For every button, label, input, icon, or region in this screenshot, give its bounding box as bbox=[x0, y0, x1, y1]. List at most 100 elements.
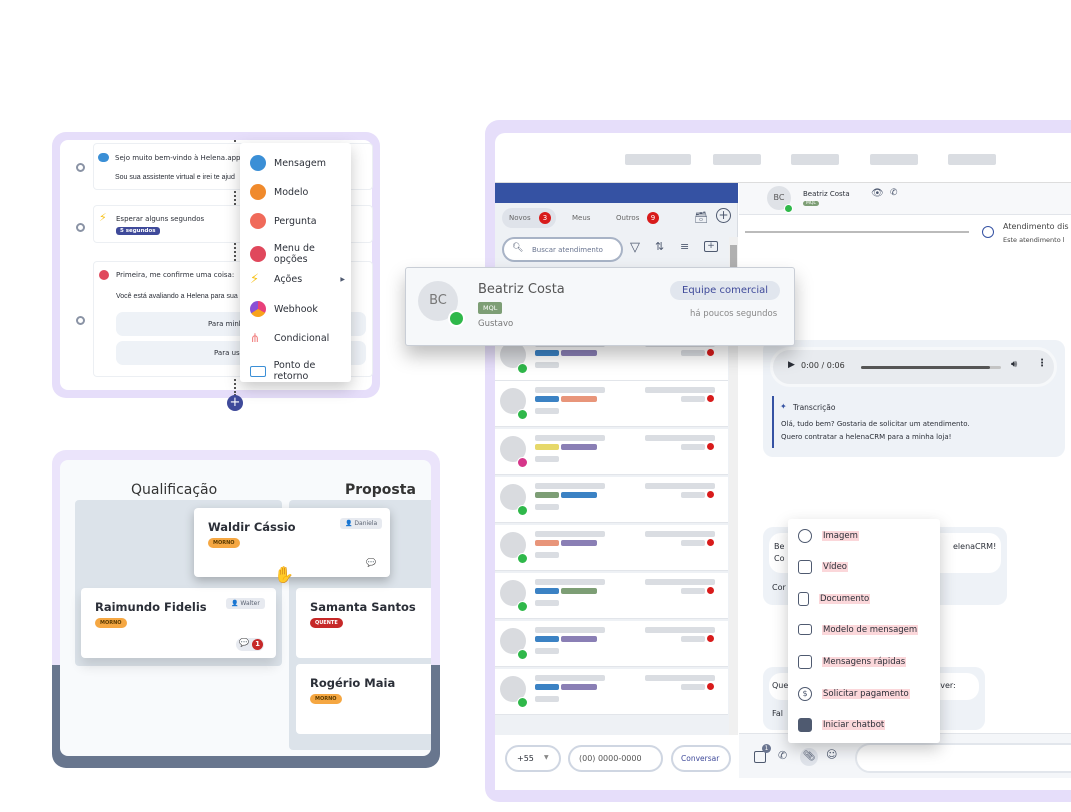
menu-item-ponto-retorno[interactable]: Ponto de retorno bbox=[250, 360, 351, 382]
tag-placeholder bbox=[561, 350, 597, 356]
tag-placeholder bbox=[561, 540, 597, 546]
time-placeholder bbox=[645, 627, 715, 633]
tag-placeholder bbox=[535, 444, 559, 450]
eye-icon[interactable]: 👁︎ bbox=[871, 188, 884, 199]
conversation-row[interactable] bbox=[495, 525, 728, 571]
tag-placeholder bbox=[535, 396, 559, 402]
attach-mensagens-rapidas[interactable]: Mensagens rápidas bbox=[798, 655, 907, 669]
menu-item-pergunta[interactable]: Pergunta bbox=[250, 213, 317, 229]
dollar-icon: $ bbox=[798, 687, 812, 701]
menu-item-condicional[interactable]: ⋔Condicional bbox=[250, 331, 329, 345]
name-placeholder bbox=[535, 483, 605, 489]
team-badge: Equipe comercial bbox=[670, 281, 781, 300]
message-text: Cor bbox=[772, 583, 786, 592]
tab-outros[interactable]: Outros 9 bbox=[616, 211, 666, 226]
volume-icon[interactable]: 🔊︎ bbox=[1011, 359, 1018, 370]
node-handle[interactable] bbox=[76, 316, 85, 325]
phone-icon[interactable]: ✆ bbox=[890, 188, 898, 198]
more-options-icon[interactable]: ⋮ bbox=[1037, 358, 1047, 369]
chat-bubble-icon bbox=[250, 155, 266, 171]
time-placeholder bbox=[645, 675, 715, 681]
nav-placeholder[interactable] bbox=[713, 154, 761, 165]
conversation-row[interactable] bbox=[495, 381, 728, 427]
inbox-header-bar bbox=[495, 183, 738, 203]
chevron-down-icon: ▼ bbox=[544, 754, 549, 761]
attach-iniciar-chatbot[interactable]: Iniciar chatbot bbox=[798, 718, 886, 732]
menu-item-menu-opcoes[interactable]: Menu de opções bbox=[250, 243, 351, 265]
transcription-title: Transcrição bbox=[793, 403, 836, 412]
menu-item-mensagem[interactable]: Mensagem bbox=[250, 155, 326, 171]
attach-imagem[interactable]: Imagem bbox=[798, 529, 859, 543]
unread-count: 1 bbox=[252, 639, 263, 650]
conversation-row[interactable] bbox=[495, 669, 728, 715]
temperature-tag: MORNO bbox=[95, 618, 127, 628]
deal-card-dragging[interactable]: Waldir Cássio MORNO 👤 Daniela 💬 bbox=[194, 508, 390, 577]
message-text: lver: bbox=[938, 681, 956, 690]
new-conversation-bar bbox=[495, 735, 738, 790]
sparkle-icon: ✦ bbox=[780, 402, 787, 411]
deal-card[interactable]: Raimundo Fidelis MORNO 👤 Walter 💬1 bbox=[81, 588, 276, 658]
temperature-tag: MORNO bbox=[310, 694, 342, 704]
emoji-icon[interactable]: ☺ bbox=[826, 748, 838, 761]
conversation-row[interactable] bbox=[495, 477, 728, 523]
conversation-row[interactable] bbox=[495, 621, 728, 667]
list-filter-icon[interactable]: ≡ bbox=[680, 240, 690, 253]
tab-meus[interactable]: Meus bbox=[572, 214, 591, 222]
comment-icon: 💬 bbox=[239, 638, 249, 647]
node-handle[interactable] bbox=[76, 163, 85, 172]
attach-video[interactable]: Vídeo bbox=[798, 560, 849, 574]
deal-card[interactable]: Rogério Maia MORNO bbox=[296, 664, 431, 734]
phone-input[interactable]: (00) 0000-0000 bbox=[568, 745, 663, 772]
node-handle[interactable] bbox=[76, 223, 85, 232]
add-node-button[interactable]: + bbox=[227, 395, 243, 411]
tag-placeholder bbox=[561, 684, 597, 690]
conversation-row[interactable] bbox=[495, 429, 728, 475]
start-conversation-button[interactable]: Conversar bbox=[671, 745, 731, 772]
audio-progress[interactable] bbox=[861, 366, 1001, 369]
deal-name: Raimundo Fidelis bbox=[95, 600, 207, 614]
nav-placeholder[interactable] bbox=[870, 154, 918, 165]
conversation-row[interactable] bbox=[495, 573, 728, 619]
nav-placeholder[interactable] bbox=[625, 154, 691, 165]
menu-label: Solicitar pagamento bbox=[822, 689, 910, 699]
audio-progress-fill bbox=[861, 366, 990, 369]
menu-item-modelo[interactable]: Modelo bbox=[250, 184, 308, 200]
nav-placeholder[interactable] bbox=[791, 154, 839, 165]
scrollbar[interactable] bbox=[729, 237, 738, 735]
paperclip-icon[interactable]: 📎︎ bbox=[800, 748, 818, 766]
name-placeholder bbox=[535, 579, 605, 585]
inbox-icon[interactable] bbox=[754, 751, 766, 763]
filter-icon[interactable]: ▽ bbox=[630, 240, 640, 255]
lead-tag: MQL bbox=[478, 302, 503, 314]
nav-placeholder[interactable] bbox=[948, 154, 996, 165]
tab-novos[interactable]: Novos 3 bbox=[502, 208, 556, 228]
phone-icon[interactable]: ✆ bbox=[778, 749, 788, 762]
attach-modelo-mensagem[interactable]: Modelo de mensagem bbox=[798, 624, 919, 635]
archive-icon[interactable]: 🗃 bbox=[694, 211, 708, 224]
text-placeholder bbox=[535, 600, 559, 606]
menu-item-acoes[interactable]: ⚡Ações▶ bbox=[250, 272, 345, 287]
conversation-card-highlighted[interactable]: BC Beatriz Costa MQL Gustavo Equipe come… bbox=[405, 267, 795, 346]
add-circle-icon[interactable]: + bbox=[716, 208, 731, 223]
chevron-right-icon: ▶ bbox=[340, 276, 345, 283]
menu-label: Documento bbox=[819, 594, 871, 604]
whatsapp-icon bbox=[517, 409, 528, 420]
search-input[interactable]: 🔍︎ Buscar atendimento bbox=[502, 237, 623, 262]
message-input[interactable] bbox=[855, 743, 1071, 773]
contact-name: Beatriz Costa bbox=[478, 282, 565, 297]
country-code-select[interactable]: +55 ▼ bbox=[505, 745, 561, 772]
tag-placeholder bbox=[535, 684, 559, 690]
time-placeholder bbox=[645, 435, 715, 441]
deal-card[interactable]: Samanta Santos QUENTE bbox=[296, 588, 431, 658]
play-icon[interactable]: ▶ bbox=[788, 360, 795, 370]
whatsapp-icon bbox=[517, 553, 528, 564]
audio-player[interactable]: ▶ 0:00 / 0:06 🔊︎ ⋮ bbox=[770, 347, 1057, 387]
attach-solicitar-pagamento[interactable]: $ Solicitar pagamento bbox=[798, 687, 910, 701]
template-bubble-icon bbox=[250, 184, 266, 200]
scrollbar-thumb[interactable] bbox=[730, 245, 737, 275]
attach-documento[interactable]: Documento bbox=[798, 592, 871, 606]
add-folder-icon[interactable]: + bbox=[704, 241, 718, 252]
whatsapp-icon bbox=[517, 363, 528, 374]
menu-item-webhook[interactable]: Webhook bbox=[250, 301, 318, 317]
sort-icon[interactable]: ⇅ bbox=[655, 240, 665, 253]
